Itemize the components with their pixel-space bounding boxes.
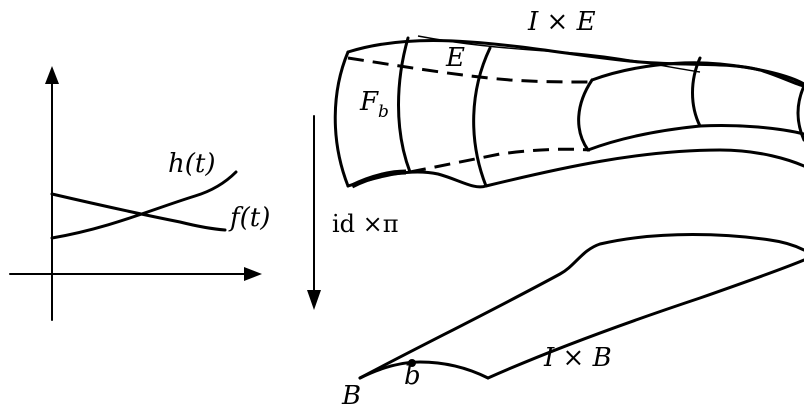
label-b-base: B bbox=[341, 381, 361, 411]
label-id-pi: id ×π bbox=[332, 210, 399, 238]
point-b-marker bbox=[408, 359, 416, 367]
fiber-e bbox=[472, 46, 492, 188]
base-space-surface: I × B b B bbox=[341, 233, 804, 411]
total-space-surface: I × E E Fb bbox=[333, 7, 804, 189]
base-curve-b bbox=[358, 360, 490, 380]
label-f-t: f(t) bbox=[228, 203, 270, 233]
fiber-left-outer bbox=[333, 50, 350, 188]
y-axis-arrow-icon bbox=[45, 66, 59, 84]
fiber-inner-back bbox=[577, 78, 594, 152]
surface-top-edge bbox=[346, 38, 804, 88]
tube-top-edge bbox=[590, 61, 804, 86]
surface-bottom-thick-start bbox=[350, 169, 407, 189]
label-i-times-e: I × E bbox=[527, 7, 596, 37]
base-lower-edge bbox=[486, 258, 804, 380]
curve-h bbox=[50, 170, 238, 240]
hidden-bottom-boundary bbox=[409, 147, 591, 174]
projection-arrow-icon bbox=[307, 290, 321, 310]
label-b-point: b bbox=[404, 361, 421, 391]
label-e: E bbox=[445, 43, 465, 73]
fiber-far-right bbox=[796, 84, 804, 142]
surface-bottom-edge bbox=[346, 148, 804, 189]
base-upper-edge bbox=[358, 233, 804, 380]
curve-f bbox=[50, 192, 227, 232]
x-axis-arrow-icon bbox=[244, 267, 262, 281]
label-f-b: Fb bbox=[359, 87, 389, 122]
projection-map: id ×π bbox=[307, 115, 399, 310]
hidden-top-boundary bbox=[347, 56, 591, 84]
label-i-times-b: I × B bbox=[543, 343, 612, 373]
fiber-right bbox=[691, 56, 702, 128]
label-h-t: h(t) bbox=[168, 149, 215, 179]
function-graph: h(t) f(t) bbox=[9, 66, 270, 321]
fiber-f-b bbox=[397, 36, 412, 174]
tube-bottom-edge bbox=[586, 123, 804, 152]
